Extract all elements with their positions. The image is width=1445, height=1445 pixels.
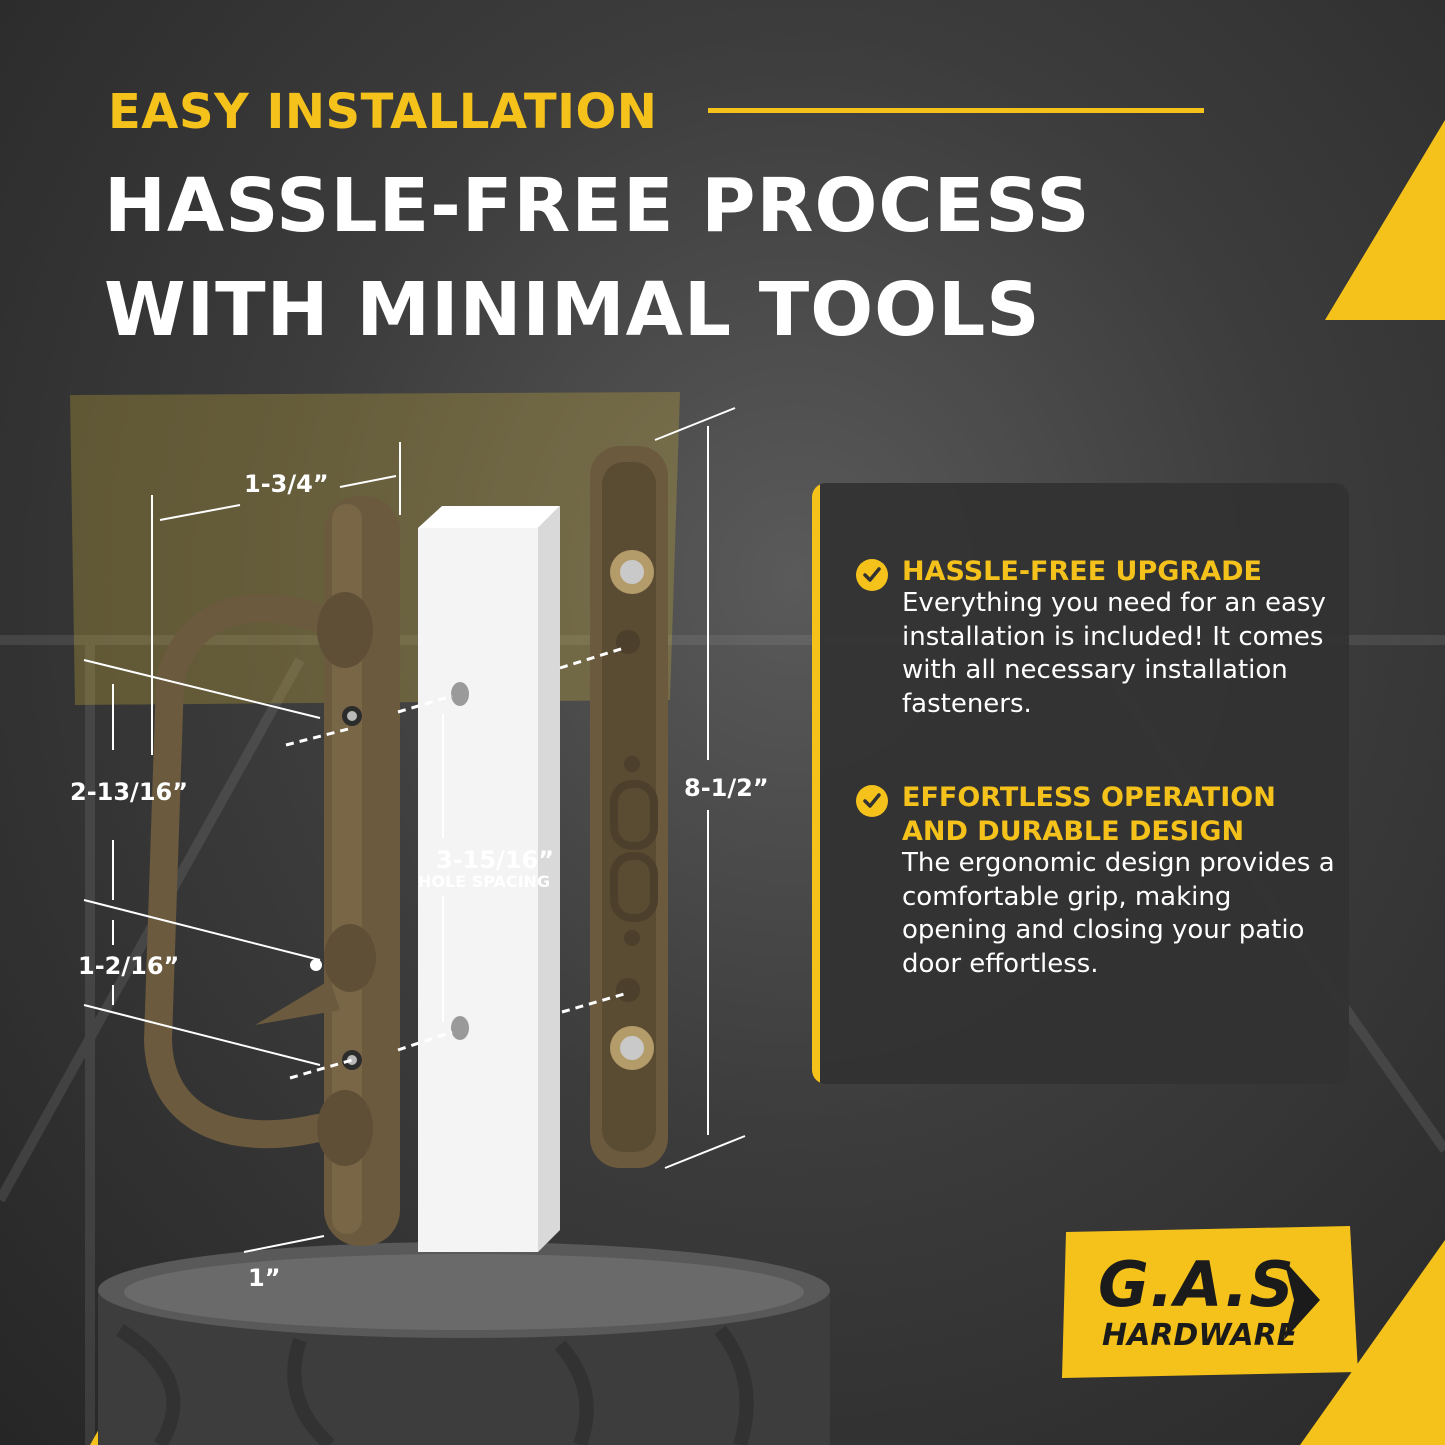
eyebrow-title: EASY INSTALLATION [108, 84, 658, 140]
dimension-top-offset: 2-13/16” [70, 778, 188, 806]
spacer-block [418, 506, 560, 1252]
accent-triangle-top-right [1325, 120, 1445, 320]
interior-plate [590, 446, 668, 1168]
pedestal [98, 1242, 830, 1445]
dimension-hole-spacing: 3-15/16” [436, 846, 554, 874]
exterior-handle [143, 496, 400, 1246]
eyebrow-divider [708, 108, 1204, 113]
dimension-overall-height: 8-1/2” [684, 774, 769, 802]
logo-wordmark: G.A.S [1098, 1248, 1295, 1321]
dimension-hole-spacing-label: HOLE SPACING [418, 872, 551, 891]
headline: HASSLE-FREE PROCESS WITH MINIMAL TOOLS [104, 154, 1091, 362]
feature-body: Everything you need for an easy installa… [902, 588, 1326, 719]
feature-title: EFFORTLESS OPERATION AND DURABLE DESIGN [902, 782, 1276, 847]
features-panel: HASSLE-FREE UPGRADE Everything you need … [812, 483, 1349, 1084]
accent-triangle-bottom-right [1300, 1240, 1445, 1445]
dashed-guides [285, 646, 625, 1080]
dimension-thickness: 1” [248, 1264, 281, 1292]
logo-subtitle: HARDWARE [1102, 1318, 1298, 1353]
headline-line-2: WITH MINIMAL TOOLS [104, 267, 1041, 353]
headline-line-1: HASSLE-FREE PROCESS [104, 163, 1091, 249]
dimension-lines [83, 407, 746, 1253]
check-circle-icon [856, 559, 888, 591]
panel-accent-bar [812, 483, 820, 1084]
check-circle-icon [856, 785, 888, 817]
dimension-lever-gap: 1-2/16” [78, 952, 180, 980]
feature-title: HASSLE-FREE UPGRADE [902, 556, 1262, 587]
brand-logo: G.A.S HARDWARE [1058, 1222, 1368, 1382]
feature-body: The ergonomic design provides a comforta… [902, 848, 1335, 979]
dimension-width: 1-3/4” [244, 470, 329, 498]
